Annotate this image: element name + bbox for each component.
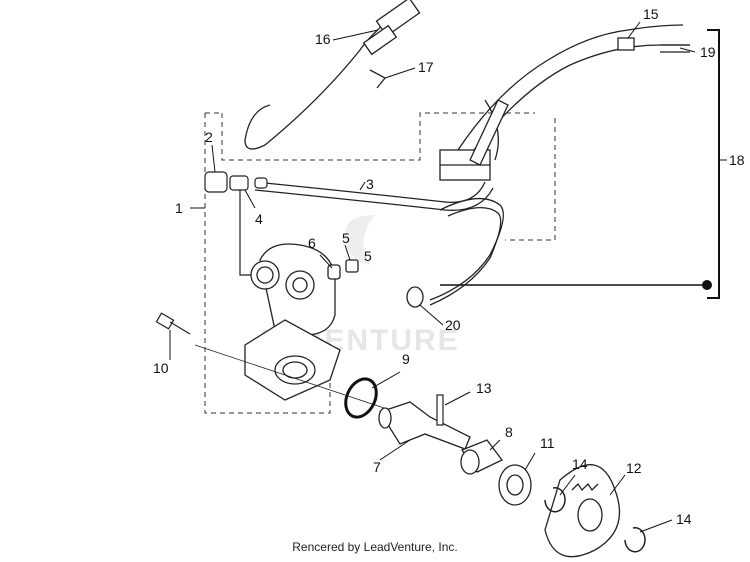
throttle-cable [244, 0, 421, 150]
fuel-hose [254, 181, 504, 308]
callout-20: 20 [445, 317, 461, 333]
choke-cable-assembly [439, 24, 690, 181]
callout-11: 11 [540, 435, 555, 451]
callouts: 1 2 3 4 5 6 5 7 8 9 10 11 12 13 14 14 15… [153, 6, 745, 527]
callout-5: 5 [342, 230, 350, 246]
callout-19: 19 [700, 44, 716, 60]
callout-12: 12 [626, 460, 642, 476]
leader-lines [169, 21, 727, 533]
callout-18: 18 [729, 152, 745, 168]
drive-shaft [378, 401, 471, 450]
o-ring [344, 377, 378, 419]
callout-2: 2 [205, 129, 213, 145]
callout-5b: 5 [364, 248, 372, 264]
carburetor-body [244, 243, 359, 401]
callout-15: 15 [643, 6, 659, 22]
callout-13: 13 [476, 380, 492, 396]
callout-4: 4 [255, 211, 263, 227]
callout-14b: 14 [676, 511, 692, 527]
callout-7: 7 [373, 459, 381, 475]
hose-fitting [204, 171, 268, 276]
mounting-screw [155, 312, 406, 416]
bearing [498, 464, 532, 506]
callout-14: 14 [572, 456, 588, 472]
callout-6: 6 [308, 235, 316, 251]
assembly-outline [204, 112, 556, 414]
callout-17: 17 [418, 59, 434, 75]
bracket-18 [440, 29, 720, 299]
gear [544, 464, 621, 558]
callout-10: 10 [153, 360, 169, 376]
pin [436, 394, 444, 426]
callout-8: 8 [505, 424, 513, 440]
callout-3: 3 [366, 176, 374, 192]
retaining-clip [544, 487, 646, 553]
callout-16: 16 [315, 31, 331, 47]
callout-9: 9 [402, 351, 410, 367]
footer-credit: Rencered by LeadVenture, Inc. [292, 540, 458, 554]
callout-1: 1 [175, 200, 183, 216]
